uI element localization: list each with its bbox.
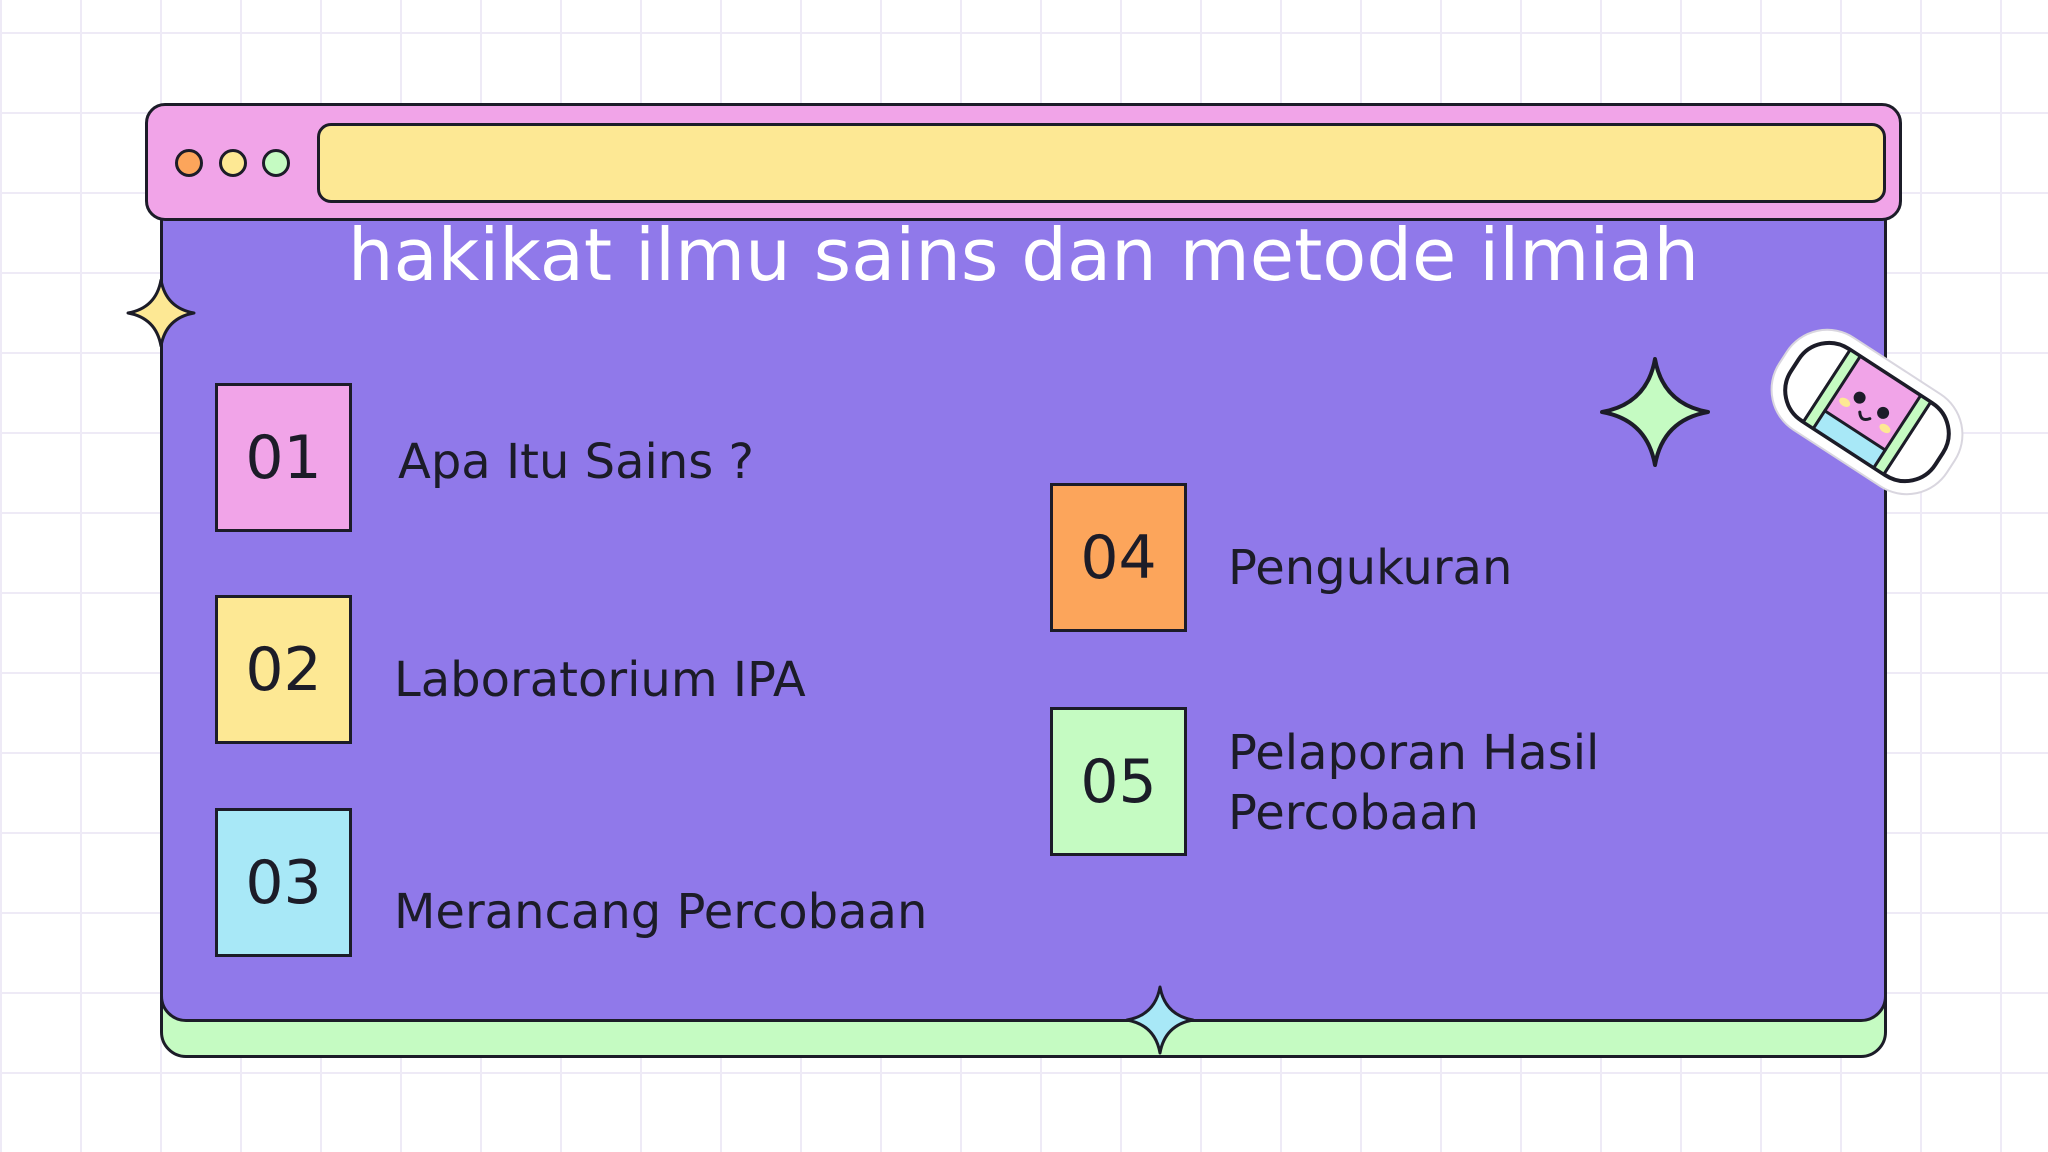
window-body [160, 196, 1887, 1022]
sparkle-icon-yellow [126, 278, 196, 348]
window-dot-yellow[interactable] [219, 149, 247, 177]
item-number-box: 04 [1050, 483, 1187, 632]
sparkle-icon-blue [1125, 985, 1195, 1055]
sparkle-icon-green [1599, 356, 1711, 468]
item-number-box: 03 [215, 808, 352, 957]
item-label[interactable]: Pengukuran [1228, 540, 1513, 596]
item-number-box: 05 [1050, 707, 1187, 856]
address-bar[interactable] [317, 123, 1886, 203]
page-title: hakikat ilmu sains dan metode ilmiah [347, 213, 1700, 297]
item-label[interactable]: Pelaporan Hasil [1228, 725, 1600, 781]
item-label[interactable]: Merancang Percobaan [394, 884, 928, 940]
window-dot-orange[interactable] [175, 149, 203, 177]
item-label[interactable]: Percobaan [1228, 785, 1479, 841]
window-dot-green[interactable] [262, 149, 290, 177]
item-number-box: 01 [215, 383, 352, 532]
item-label[interactable]: Laboratorium IPA [394, 652, 806, 708]
item-label[interactable]: Apa Itu Sains ? [398, 434, 755, 490]
eraser-face-sticker-icon [1752, 312, 1982, 516]
item-number-box: 02 [215, 595, 352, 744]
